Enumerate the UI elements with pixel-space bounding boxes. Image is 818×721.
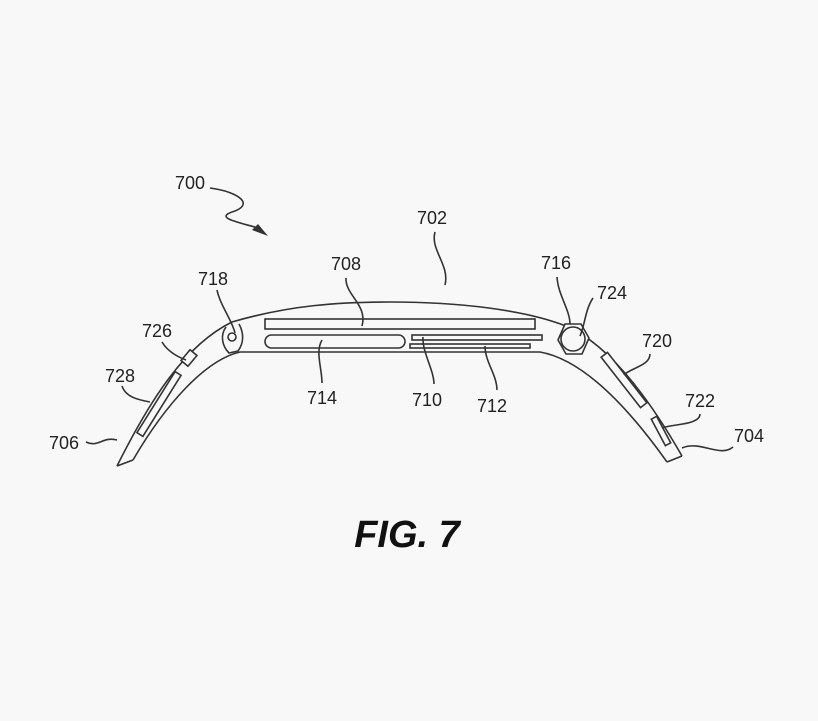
label-708: 708 (331, 254, 361, 274)
leader-lines (85, 187, 734, 452)
label-704: 704 (734, 426, 764, 446)
label-700: 700 (175, 173, 205, 193)
band-end-right (666, 455, 683, 463)
hinge-716 (557, 323, 590, 355)
arrow-icon (252, 224, 268, 236)
band-inner-edge (132, 351, 668, 463)
hinge-718 (221, 323, 244, 354)
component-722 (650, 415, 672, 447)
component-726 (179, 348, 199, 368)
label-718: 718 (198, 269, 228, 289)
label-714: 714 (307, 388, 337, 408)
label-728: 728 (105, 366, 135, 386)
band-end-left (116, 459, 134, 467)
component-712 (409, 343, 531, 349)
label-706: 706 (49, 433, 79, 453)
component-720 (600, 351, 648, 409)
label-720: 720 (642, 331, 672, 351)
label-716: 716 (541, 253, 571, 273)
figure-caption: FIG. 7 (354, 514, 461, 556)
label-710: 710 (412, 390, 442, 410)
label-702: 702 (417, 208, 447, 228)
label-726: 726 (142, 321, 172, 341)
label-724: 724 (597, 283, 627, 303)
label-722: 722 (685, 391, 715, 411)
component-728 (135, 370, 183, 438)
label-712: 712 (477, 396, 507, 416)
component-714 (264, 334, 406, 349)
component-708 (264, 318, 536, 330)
component-710 (411, 334, 543, 341)
